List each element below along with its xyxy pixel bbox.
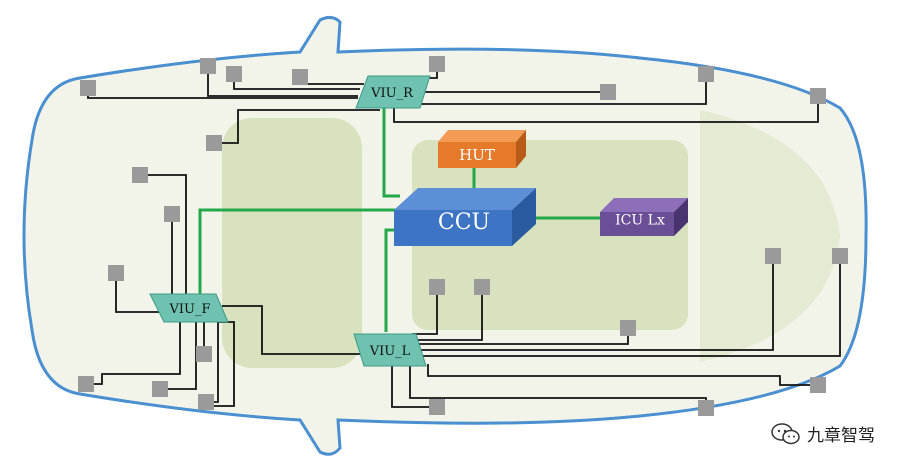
viu-l-label: VIU_L xyxy=(369,344,411,359)
sensor-node xyxy=(132,167,148,183)
ccu-label: CCU xyxy=(438,210,490,235)
sensor-nodes xyxy=(78,56,848,416)
sensor-node xyxy=(810,88,826,104)
sensor-node xyxy=(765,248,781,264)
sensor-node xyxy=(152,381,168,397)
wire xyxy=(214,109,380,144)
wire xyxy=(416,287,483,341)
sensor-node xyxy=(429,399,445,415)
sensor-node xyxy=(600,84,616,100)
backbone-link-viu-r xyxy=(382,106,400,198)
hut-label: HUT xyxy=(459,146,495,164)
front-seat-area xyxy=(222,118,362,368)
wire xyxy=(140,174,187,296)
viu-r-label: VIU_R xyxy=(370,86,414,101)
watermark-text: 九章智驾 xyxy=(807,426,875,446)
sensor-node xyxy=(226,66,242,82)
wire xyxy=(400,74,707,105)
rear-window-area xyxy=(700,110,840,362)
sensor-node xyxy=(206,135,222,151)
wire xyxy=(416,256,841,357)
hut-node: HUT xyxy=(438,130,526,168)
sensor-node xyxy=(292,69,308,85)
sensor-node xyxy=(698,400,714,416)
icu-label: ICU Lx xyxy=(615,213,665,229)
sensor-node xyxy=(78,376,94,392)
wire xyxy=(160,322,197,390)
sensor-node xyxy=(832,248,848,264)
viu-f-label: VIU_F xyxy=(169,302,211,317)
viu-f-node: VIU_F xyxy=(149,293,229,323)
sensor-node xyxy=(80,80,96,96)
wechat-icon xyxy=(771,422,800,444)
watermark: 九章智驾 xyxy=(771,421,875,446)
sensor-node xyxy=(429,56,445,72)
sensor-node xyxy=(198,394,214,410)
viu-l-node: VIU_L xyxy=(353,333,427,367)
wire xyxy=(115,273,164,313)
sensor-node xyxy=(474,279,490,295)
sensor-node xyxy=(698,66,714,82)
backbone-link-viu-f xyxy=(198,208,398,294)
wire xyxy=(222,305,360,355)
sensor-node xyxy=(164,206,180,222)
viu-r-node: VIU_R xyxy=(355,75,431,109)
wire xyxy=(412,287,438,335)
icu-node: ICU Lx xyxy=(600,198,688,236)
sensor-node xyxy=(200,58,216,74)
sensor-node xyxy=(429,279,445,295)
sensor-node xyxy=(810,377,826,393)
wire xyxy=(393,96,819,123)
wire xyxy=(207,66,358,97)
ethernet-backbone xyxy=(198,106,604,332)
wire xyxy=(86,322,181,385)
wire xyxy=(391,366,437,408)
wire xyxy=(427,364,818,386)
sensor-node xyxy=(196,346,212,362)
ccu-node: CCU xyxy=(394,188,536,246)
wire xyxy=(420,256,774,351)
sensor-node xyxy=(620,320,636,336)
sensor-node xyxy=(108,265,124,281)
